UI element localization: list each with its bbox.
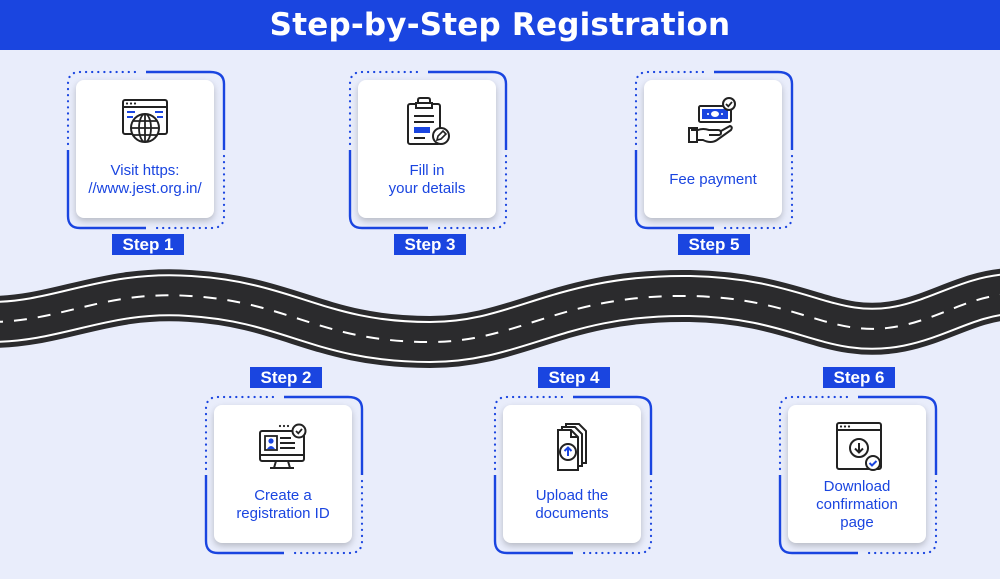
step-card: Download confirmation page	[788, 405, 926, 543]
step-1-badge: Step 1	[112, 234, 184, 255]
title-banner: Step-by-Step Registration	[0, 0, 1000, 50]
step-5-badge: Step 5	[678, 234, 750, 255]
step-card: Fill in your details	[358, 80, 496, 218]
id-card-monitor-icon	[255, 419, 311, 475]
road-graphic	[0, 268, 1000, 369]
step-frame-decoration	[778, 395, 938, 555]
step-label: Fee payment	[669, 171, 757, 188]
step-label: Download confirmation page	[816, 478, 898, 531]
download-page-icon	[829, 419, 885, 475]
step-3-badge: Step 3	[394, 234, 466, 255]
step-2: Create a registration ID	[204, 395, 364, 555]
step-3: Fill in your details	[348, 70, 508, 230]
clipboard-form-icon	[399, 94, 455, 150]
step-card: Create a registration ID	[214, 405, 352, 543]
step-label: Upload the documents	[535, 487, 609, 522]
step-4-badge: Step 4	[538, 367, 610, 388]
upload-documents-icon	[544, 419, 600, 475]
step-frame-decoration	[634, 70, 794, 230]
step-frame-decoration	[348, 70, 508, 230]
step-label: Fill in your details	[388, 162, 466, 197]
step-6: Download confirmation page	[778, 395, 938, 555]
step-frame-decoration	[66, 70, 226, 230]
step-2-badge: Step 2	[250, 367, 322, 388]
step-frame-decoration	[204, 395, 364, 555]
road-center-dashes	[0, 293, 1000, 344]
step-6-badge: Step 6	[823, 367, 895, 388]
fee-payment-hand-icon	[685, 94, 741, 150]
step-frame-decoration	[493, 395, 653, 555]
step-1: Visit https: //www.jest.org.in/	[66, 70, 226, 230]
step-card: Fee payment	[644, 80, 782, 218]
step-card: Upload the documents	[503, 405, 641, 543]
step-4: Upload the documents	[493, 395, 653, 555]
step-5: Fee payment	[634, 70, 794, 230]
globe-browser-icon	[117, 94, 173, 150]
page-title: Step-by-Step Registration	[269, 7, 731, 43]
step-label: Visit https: //www.jest.org.in/	[88, 162, 202, 197]
step-card: Visit https: //www.jest.org.in/	[76, 80, 214, 218]
step-label: Create a registration ID	[236, 487, 330, 522]
